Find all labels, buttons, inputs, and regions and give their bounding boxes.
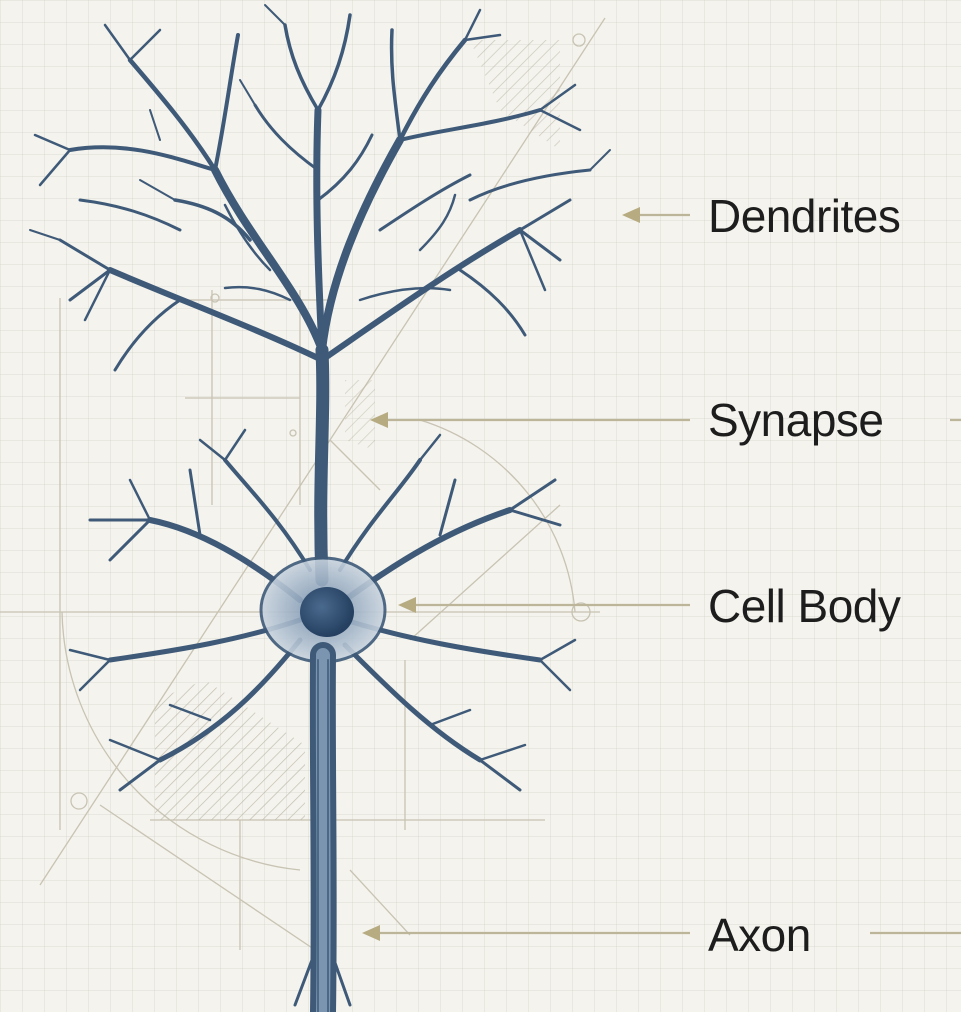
axon-shaft	[295, 655, 350, 1012]
nucleus	[300, 587, 354, 637]
synapse-label: Synapse	[708, 397, 884, 443]
dendrites-label: Dendrites	[708, 193, 900, 239]
arrowheads	[362, 207, 640, 941]
arrowhead-left-icon	[362, 925, 380, 941]
arrowhead-left-icon	[398, 597, 416, 613]
leader-lines	[368, 215, 961, 933]
arrowhead-left-icon	[622, 207, 640, 223]
axon-label: Axon	[708, 912, 811, 958]
cell-body-label: Cell Body	[708, 583, 900, 629]
